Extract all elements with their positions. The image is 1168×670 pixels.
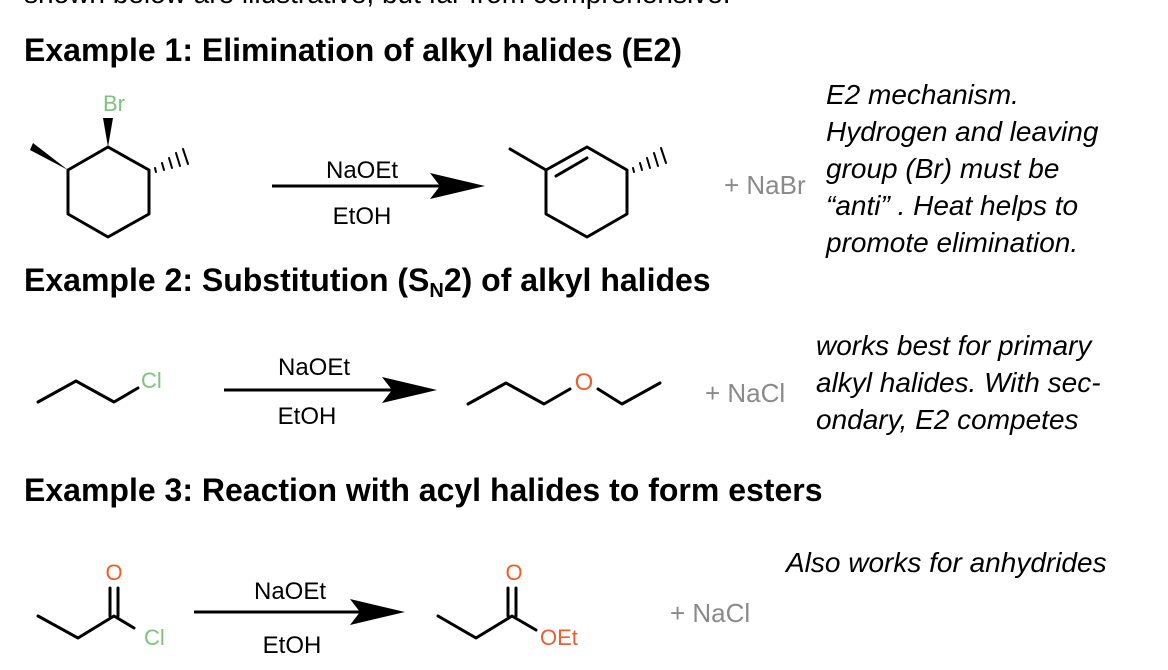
example-2-reactant xyxy=(36,379,140,404)
example-1-note-line: group (Br) must be xyxy=(826,153,1060,184)
example-3-product xyxy=(436,586,538,640)
wedge-bond xyxy=(103,118,113,147)
example-1-reagent-bottom: EtOH xyxy=(333,203,392,230)
example-3-heading: Example 3: Reaction with acyl halides to… xyxy=(24,472,822,509)
example-2-arrow xyxy=(224,377,437,403)
example-1-heading-text: Example 1: Elimination of alkyl halides … xyxy=(24,32,682,68)
example-1-product xyxy=(508,145,667,239)
example-2-heading-suffix: 2) of alkyl halides xyxy=(443,262,711,298)
example-2-note-line: alkyl halides. With sec- xyxy=(816,367,1101,398)
example-1-reagent-top: NaOEt xyxy=(326,157,398,184)
example-1-byproduct: + NaBr xyxy=(724,170,806,200)
example-3-reactant xyxy=(36,586,136,640)
example-3-arrow xyxy=(194,599,405,625)
carbonyl-oxygen-label: O xyxy=(105,560,122,585)
example-1-arrow xyxy=(272,173,485,199)
example-2-heading-prefix: Example 2: Substitution (S xyxy=(24,262,430,298)
double-bond xyxy=(554,156,589,178)
bromine-label: Br xyxy=(103,91,125,116)
cyclohexane-ring xyxy=(66,145,151,239)
example-1-note-line: “anti” . Heat helps to xyxy=(826,190,1079,221)
example-1-note: E2 mechanism. Hydrogen and leaving group… xyxy=(826,76,1098,261)
hashed-bond xyxy=(154,148,189,173)
example-3-reagent-top: NaOEt xyxy=(254,578,326,605)
hashed-bond xyxy=(632,147,667,173)
example-3-byproduct: + NaCl xyxy=(670,598,750,628)
ester-carbonyl-oxygen-label: O xyxy=(505,560,522,585)
example-1-note-line: promote elimination. xyxy=(826,227,1079,258)
example-2-note: works best for primary alkyl halides. Wi… xyxy=(816,327,1101,438)
wedge-bond xyxy=(30,143,68,170)
example-2-byproduct: + NaCl xyxy=(705,378,785,408)
example-2-reagent-top: NaOEt xyxy=(278,354,350,381)
cyclohexene-ring xyxy=(544,145,629,239)
example-3-note-line: Also works for anhydrides xyxy=(786,547,1107,578)
example-1-heading: Example 1: Elimination of alkyl halides … xyxy=(24,32,682,69)
example-1-note-line: Hydrogen and leaving xyxy=(826,116,1099,147)
ester-group-label: OEt xyxy=(540,625,578,650)
methyl-bond xyxy=(508,147,548,172)
example-3-note: Also works for anhydrides xyxy=(786,544,1107,581)
intro-text: shown below are illustrative, but far fr… xyxy=(24,0,731,10)
example-3-heading-text: Example 3: Reaction with acyl halides to… xyxy=(24,472,823,508)
example-2-reagent-bottom: EtOH xyxy=(278,403,337,430)
example-1-note-line: E2 mechanism. xyxy=(826,79,1019,110)
acyl-chlorine-label: Cl xyxy=(144,625,165,650)
example-1-reactant xyxy=(30,118,189,239)
example-2-heading-subscript: N xyxy=(429,280,444,302)
example-3-reagent-bottom: EtOH xyxy=(263,632,322,659)
example-2-product xyxy=(466,381,662,406)
chlorine-label: Cl xyxy=(141,368,162,393)
example-2-heading: Example 2: Substitution (SN2) of alkyl h… xyxy=(24,262,711,303)
example-2-note-line: works best for primary xyxy=(816,330,1092,361)
example-2-note-line: ondary, E2 competes xyxy=(816,404,1079,435)
ether-oxygen-label: O xyxy=(575,369,594,396)
